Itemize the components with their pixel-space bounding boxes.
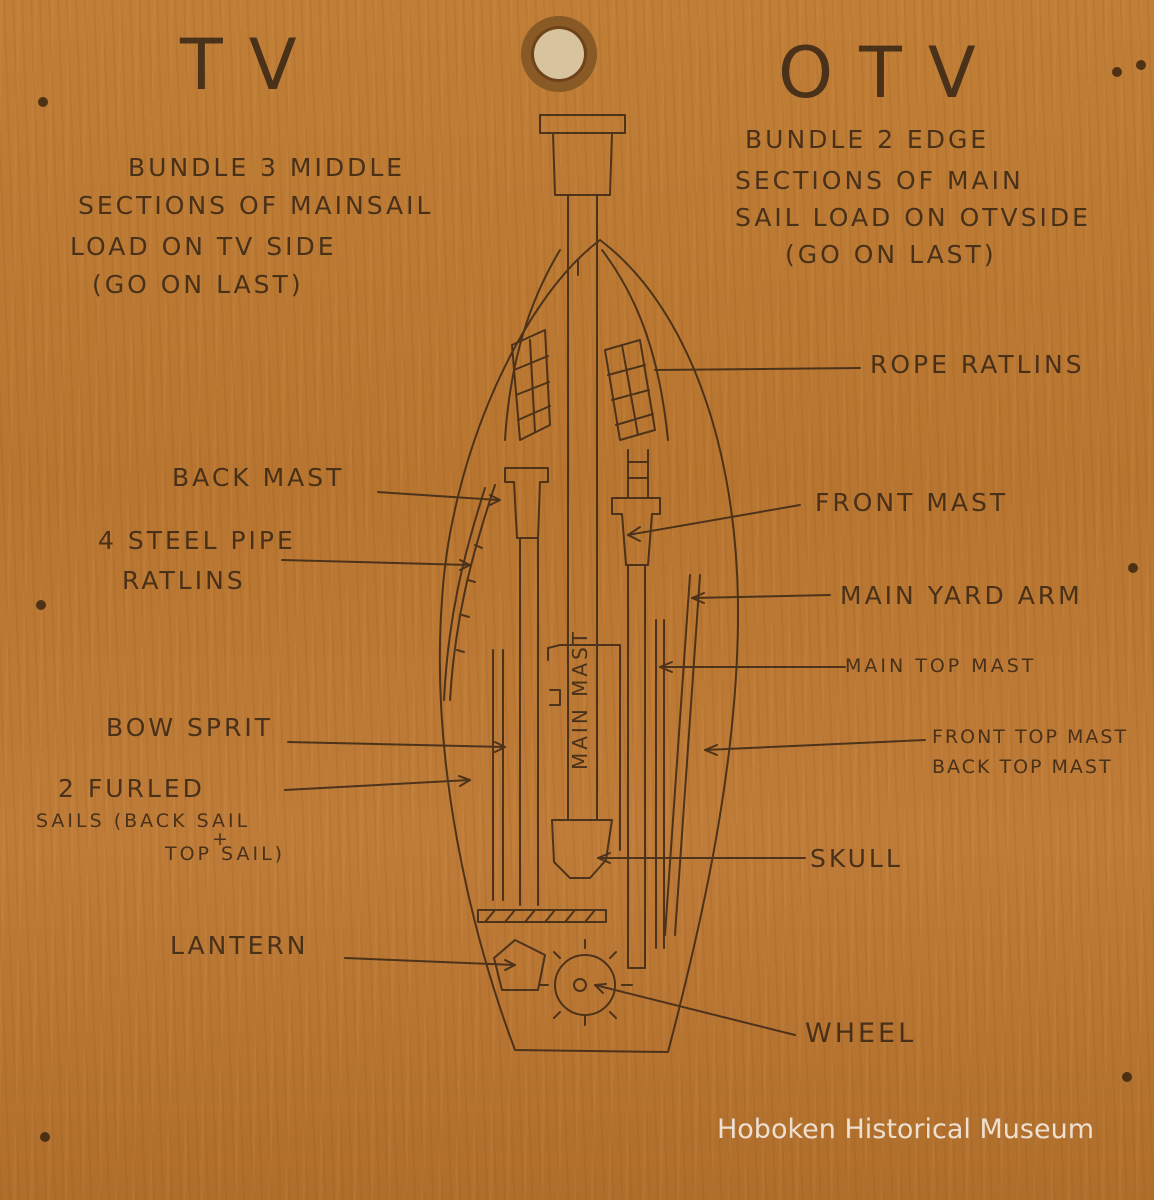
deck-plank [477, 909, 607, 923]
label-bow-sprit: BOW SPRIT [106, 713, 274, 742]
note-line: SECTIONS OF MAINSAIL [78, 191, 434, 220]
label-back-top-mast: BACK TOP MAST [932, 756, 1113, 778]
header-otv: OTV [778, 32, 1002, 114]
lantern-shape [493, 939, 546, 991]
nail-hole [1112, 67, 1122, 77]
main-mast-cup [539, 114, 626, 196]
label-rope-ratlins: ROPE RATLINS [870, 350, 1085, 379]
front-mast-cup [611, 497, 661, 566]
nail-hole [38, 97, 48, 107]
label-skull: SKULL [810, 844, 903, 873]
label-front-mast: FRONT MAST [815, 488, 1009, 517]
label-furled-plus: + [212, 828, 231, 850]
right-rope-ratlin [601, 249, 669, 441]
hanging-hole [521, 16, 597, 92]
label-furled-top-sail: TOP SAIL) [165, 843, 286, 865]
nail-hole [40, 1132, 50, 1142]
note-line: LOAD ON TV SIDE [70, 232, 337, 261]
main-mast-hook [547, 644, 621, 851]
header-tv: TV [180, 24, 323, 106]
note-line: (GO ON LAST) [92, 270, 304, 299]
steel-pipe-ratlins [449, 484, 496, 701]
label-steel-pipe-ratlins: RATLINS [122, 566, 246, 595]
note-line: BUNDLE 2 EDGE [745, 125, 990, 154]
hull-outline [438, 239, 740, 1053]
label-main-top-mast: MAIN TOP MAST [845, 655, 1037, 677]
note-line: (GO ON LAST) [785, 240, 997, 269]
nail-hole [36, 600, 46, 610]
skull-shape [551, 819, 613, 879]
left-rope-ratlin [504, 249, 561, 441]
note-line: SECTIONS OF MAIN [735, 166, 1024, 195]
label-furled-sails: 2 FURLED [58, 774, 205, 803]
note-line: BUNDLE 3 MIDDLE [128, 153, 406, 182]
label-steel-pipe: 4 STEEL PIPE [98, 526, 296, 555]
nail-hole [1136, 60, 1146, 70]
label-main-mast: MAIN MAST [568, 628, 592, 770]
label-main-yard-arm: MAIN YARD ARM [840, 581, 1083, 610]
nail-hole [1128, 563, 1138, 573]
label-back-mast: BACK MAST [172, 463, 345, 492]
back-mast-cup [504, 467, 549, 539]
label-lantern: LANTERN [170, 931, 309, 960]
nail-hole [1122, 1072, 1132, 1082]
main-yard-arm [664, 574, 691, 936]
label-front-top-mast: FRONT TOP MAST [932, 726, 1129, 748]
museum-watermark: Hoboken Historical Museum [716, 1114, 1094, 1145]
note-line: SAIL LOAD ON OTVSIDE [735, 203, 1091, 232]
label-furled-sails-detail: SAILS (BACK SAIL [36, 810, 251, 832]
label-wheel: WHEEL [805, 1018, 917, 1049]
